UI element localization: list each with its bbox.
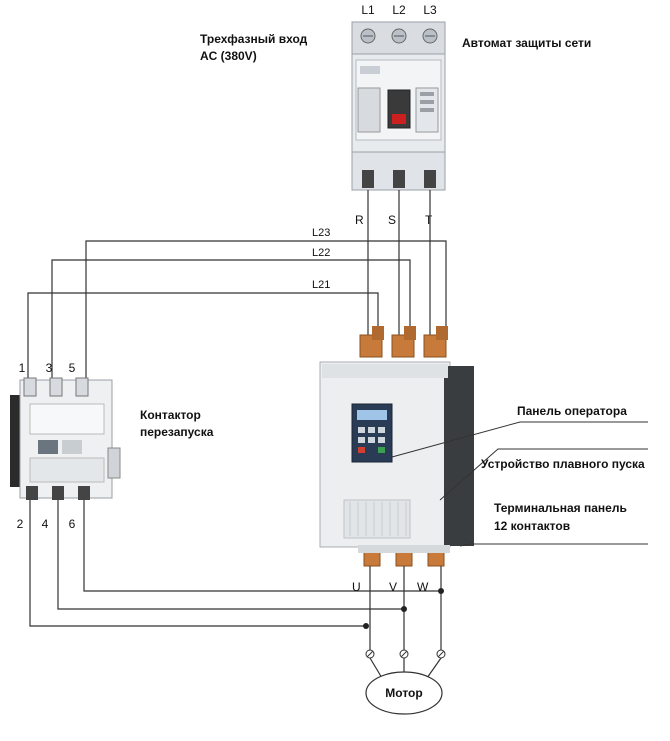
breaker-label: Автомат защиты сети	[462, 36, 591, 50]
restart-contactor	[10, 377, 121, 500]
input-label: Трехфазный вход	[200, 32, 308, 46]
bypass-bus	[27, 240, 447, 378]
contactor-terminal-label: 6	[69, 517, 76, 531]
breaker-terminal-label: L2	[392, 3, 406, 17]
breaker-terminal-label: L1	[361, 3, 375, 17]
motor-wires	[363, 566, 446, 679]
contactor-label: перезапуска	[140, 425, 214, 439]
breaker-output-label: R	[355, 213, 364, 227]
contactor-label: Контактор	[140, 408, 201, 422]
bus-label: L23	[312, 227, 330, 239]
bus-label: L21	[312, 279, 330, 291]
input-voltage-label: AC (380V)	[200, 49, 257, 63]
breaker-terminal-label: L3	[423, 3, 437, 17]
contactor-terminal-label: 4	[42, 517, 49, 531]
bus-label: L22	[312, 247, 330, 259]
contactor-terminal-label: 3	[46, 361, 53, 375]
breaker-output-label: T	[425, 213, 433, 227]
callout-lines	[391, 421, 648, 547]
contactor-terminal-label: 5	[69, 361, 76, 375]
circuit-breaker	[351, 21, 446, 191]
starter-output-label: W	[417, 580, 429, 594]
contactor-output-wires	[29, 500, 441, 627]
soft-starter	[319, 326, 474, 567]
callout-terminal-count: 12 контактов	[494, 519, 570, 533]
callout-operator-panel: Панель оператора	[517, 404, 627, 418]
supply-wires	[367, 190, 431, 335]
callout-soft-starter: Устройство плавного пуска	[481, 457, 645, 471]
contactor-terminal-label: 2	[17, 517, 24, 531]
motor-label: Мотор	[385, 686, 422, 700]
starter-output-label: V	[389, 580, 397, 594]
breaker-output-label: S	[388, 213, 396, 227]
starter-output-label: U	[352, 580, 361, 594]
contactor-terminal-label: 1	[19, 361, 26, 375]
motor-symbol	[365, 671, 443, 715]
callout-terminal-panel: Терминальная панель	[494, 501, 627, 515]
breaker-top-screws	[360, 28, 438, 44]
